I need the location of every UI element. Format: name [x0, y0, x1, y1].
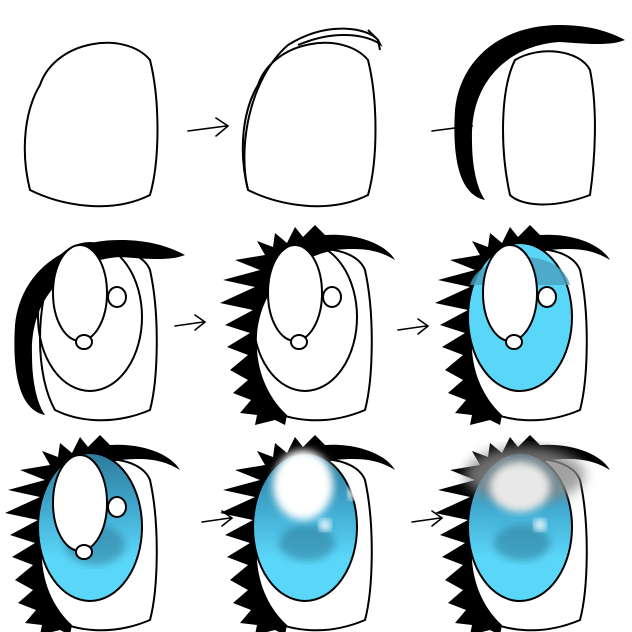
step-2-lid-outline [241, 27, 383, 208]
arrow-icon [201, 510, 234, 527]
arrows [174, 117, 474, 527]
step-7-shading [5, 435, 180, 632]
arrow-icon [187, 117, 230, 137]
step-8-blurred-highlight [220, 435, 395, 632]
arrow-icon [174, 314, 207, 331]
arrow-icon [397, 318, 430, 335]
step-4-iris [14, 240, 185, 422]
step-3-thick-lid [454, 25, 625, 206]
step-9-final [435, 435, 610, 632]
arrow-icon [411, 510, 444, 527]
step-1-outline [23, 41, 159, 208]
step-5-lashes [220, 225, 395, 425]
step-6-iris-color [435, 225, 610, 425]
arrow-icon [431, 117, 474, 137]
